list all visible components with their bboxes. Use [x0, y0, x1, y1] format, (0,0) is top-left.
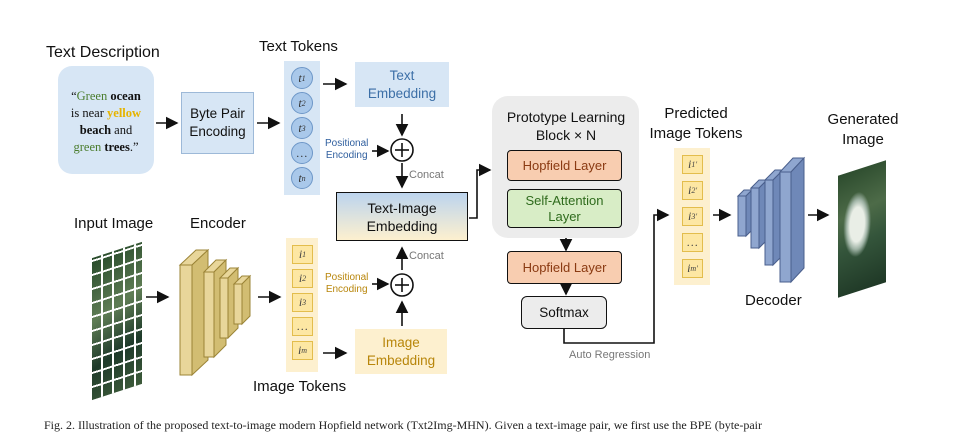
quote-word-ocean: ocean — [110, 89, 141, 103]
image-embedding-line-1: Image — [382, 334, 420, 350]
predicted-tokens-label: Predicted Image Tokens — [641, 104, 751, 144]
quote-open: “ — [71, 89, 77, 103]
concat-label-bottom: Concat — [409, 250, 444, 262]
figure-caption: Fig. 2. Illustration of the proposed tex… — [44, 418, 763, 432]
text-token: … — [291, 142, 313, 164]
text-embedding-line-1: Text — [389, 67, 415, 83]
text-image-embedding-box: Text-Image Embedding — [336, 192, 468, 241]
quote-word-yellow: yellow — [107, 106, 142, 120]
add-icon-bottom — [390, 273, 414, 297]
generated-satellite-image — [838, 160, 886, 298]
quote-word-is-near: is near — [70, 106, 104, 120]
image-embedding-line-2: Embedding — [366, 352, 436, 368]
quote-close: .” — [129, 140, 139, 154]
prototype-block-title: Prototype Learning Block × N — [496, 108, 636, 144]
self-attention-line-1: Self-Attention — [525, 192, 604, 208]
text-image-embedding-line-1: Text-Image — [367, 199, 437, 216]
text-tokens-label: Text Tokens — [259, 38, 338, 55]
predicted-label-line-1: Predicted — [664, 105, 728, 122]
self-attention-layer: Self-Attention Layer — [507, 189, 622, 228]
image-embedding-box: Image Embedding — [355, 329, 447, 374]
byte-pair-encoding-box: Byte Pair Encoding — [181, 92, 254, 154]
bpe-line-1: Byte Pair — [190, 106, 245, 121]
quote-word-beach: beach — [79, 123, 112, 137]
predicted-image-token: … — [682, 233, 703, 252]
auto-regression-label: Auto Regression — [569, 349, 651, 361]
generated-label-line-1: Generated — [827, 111, 899, 128]
text-description-label: Text Description — [46, 44, 160, 61]
generated-label-line-2: Image — [842, 131, 884, 148]
text-embedding-box: Text Embedding — [355, 62, 449, 107]
positional-encoding-top: Positional Encoding — [325, 138, 368, 162]
encoder-label: Encoder — [190, 215, 246, 232]
self-attention-line-2: Layer — [548, 208, 581, 224]
quote-word-trees: trees — [104, 140, 130, 154]
hopfield-layer-1: Hopfield Layer — [507, 150, 622, 181]
text-embedding-line-2: Embedding — [367, 85, 437, 101]
concat-label-top: Concat — [409, 169, 444, 181]
bpe-line-2: Encoding — [189, 124, 246, 139]
decoder-label: Decoder — [745, 292, 802, 309]
text-description-box: “Green ocean is near yellow beach and gr… — [58, 66, 154, 174]
text-image-embedding-line-2: Embedding — [366, 217, 438, 234]
quote-word-and: and — [114, 123, 133, 137]
predicted-label-line-2: Image Tokens — [649, 125, 743, 142]
softmax-box: Softmax — [521, 296, 607, 329]
positional-encoding-bottom: Positional Encoding — [325, 272, 368, 296]
posenc-top-line-1: Positional — [325, 138, 369, 149]
hopfield-layer-2: Hopfield Layer — [507, 251, 622, 284]
quote-word-green: Green — [76, 89, 108, 103]
image-token: … — [292, 317, 313, 336]
posenc-top-line-2: Encoding — [325, 150, 368, 161]
quote-word-green-2: green — [73, 140, 102, 154]
arrow-autoregression — [563, 208, 670, 344]
posenc-bottom-line-1: Positional — [325, 272, 369, 283]
generated-image-label: Generated Image — [813, 110, 913, 150]
posenc-bottom-line-2: Encoding — [325, 284, 368, 295]
prototype-block-title-line-2: Block × N — [535, 127, 597, 143]
prototype-block-title-line-1: Prototype Learning — [506, 109, 626, 125]
arrow-tiemb-to-block — [469, 163, 492, 219]
input-image-label: Input Image — [74, 215, 154, 232]
add-icon-top — [390, 138, 414, 162]
image-tokens-label: Image Tokens — [253, 378, 347, 395]
